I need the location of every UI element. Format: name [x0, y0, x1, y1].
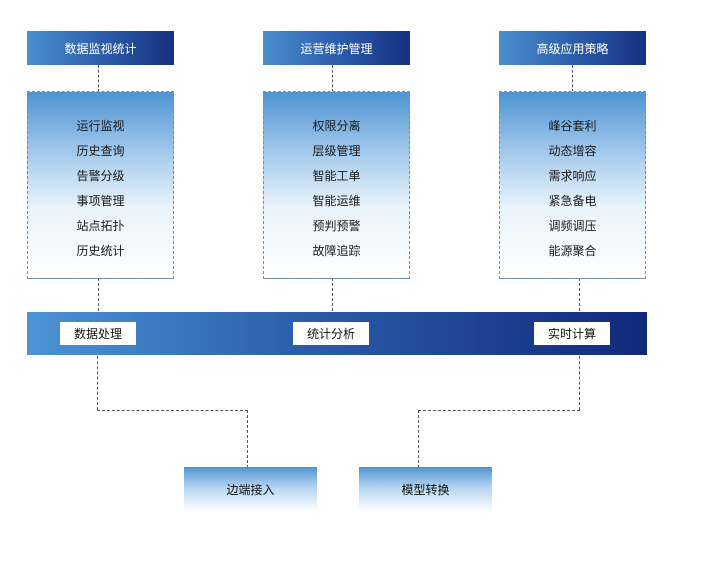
- column-panel-operations: 权限分离 层级管理 智能工单 智能运维 预判预警 故障追踪: [263, 91, 410, 279]
- panel-item: 历史统计: [76, 244, 125, 258]
- column-header-data-monitoring: 数据监视统计: [27, 31, 174, 65]
- connector-col3-bar: [579, 278, 580, 321]
- panel-item: 紧急备电: [548, 194, 597, 208]
- bar-item-realtime: 实时计算: [534, 322, 610, 345]
- panel-item: 运行监视: [76, 119, 125, 133]
- connector-left-down: [97, 346, 98, 410]
- panel-item: 告警分级: [76, 169, 125, 183]
- column-header-advanced: 高级应用策略: [499, 31, 646, 65]
- connector-col3-header: [572, 65, 573, 92]
- connector-left-across: [97, 410, 248, 411]
- column-panel-advanced: 峰谷套利 动态增容 需求响应 紧急备电 调频调压 能源聚合: [499, 91, 646, 279]
- panel-item: 智能工单: [312, 169, 361, 183]
- panel-item: 事项管理: [76, 194, 125, 208]
- panel-item: 需求响应: [548, 169, 597, 183]
- bottom-box-edge-access: 边端接入: [184, 467, 317, 511]
- connector-right-down: [579, 346, 580, 410]
- column-panel-data-monitoring: 运行监视 历史查询 告警分级 事项管理 站点拓扑 历史统计: [27, 91, 174, 279]
- bar-item-data-processing: 数据处理: [60, 322, 136, 345]
- connector-col1-header: [98, 65, 99, 92]
- column-header-operations: 运营维护管理: [263, 31, 410, 65]
- panel-item: 层级管理: [312, 144, 361, 158]
- bottom-box-model-conversion: 模型转换: [359, 467, 492, 511]
- panel-item: 历史查询: [76, 144, 125, 158]
- connector-col1-bar: [98, 278, 99, 321]
- connector-left-drop: [247, 410, 248, 468]
- panel-item: 调频调压: [548, 219, 597, 233]
- panel-item: 权限分离: [312, 119, 361, 133]
- panel-item: 峰谷套利: [548, 119, 597, 133]
- connector-right-across: [418, 410, 580, 411]
- bar-item-statistics: 统计分析: [293, 322, 369, 345]
- panel-item: 智能运维: [312, 194, 361, 208]
- panel-item: 故障追踪: [312, 244, 361, 258]
- panel-item: 能源聚合: [548, 244, 597, 258]
- panel-item: 动态增容: [548, 144, 597, 158]
- connector-col2-header: [332, 65, 333, 92]
- panel-item: 预判预警: [312, 219, 361, 233]
- connector-right-drop: [418, 410, 419, 468]
- connector-col2-bar: [332, 278, 333, 321]
- panel-item: 站点拓扑: [76, 219, 125, 233]
